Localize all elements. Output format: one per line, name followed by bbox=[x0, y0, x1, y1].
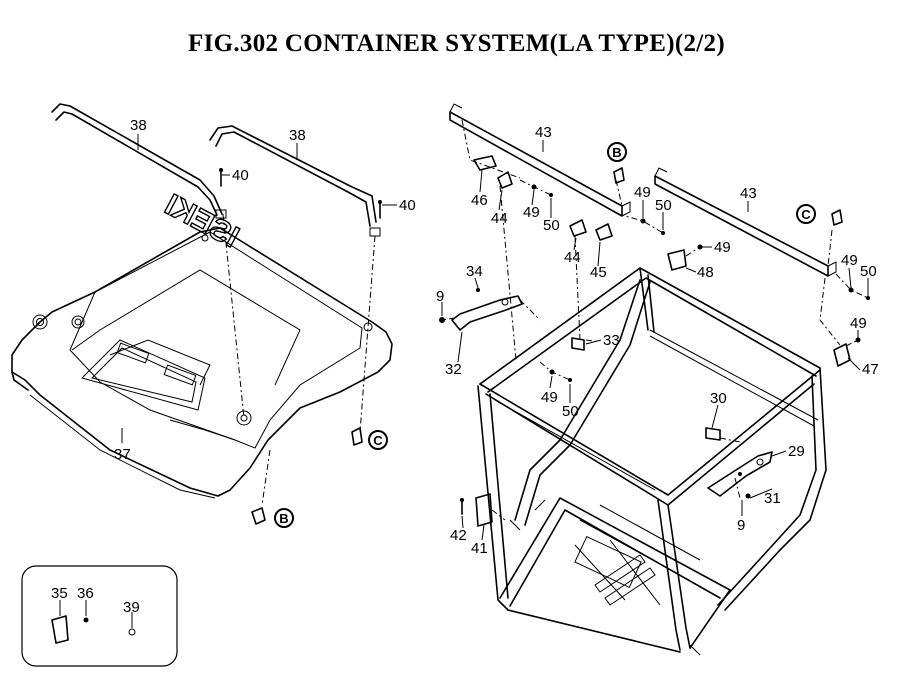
ref-marker-c-left: C bbox=[368, 430, 388, 450]
bracket-44-upper bbox=[497, 171, 513, 189]
svg-text:B: B bbox=[279, 511, 288, 526]
latch-29 bbox=[707, 451, 773, 497]
part-label-40-left: 40 bbox=[232, 167, 249, 184]
hinge-41 bbox=[475, 493, 493, 527]
part-label-44-upper: 44 bbox=[491, 210, 508, 227]
part-label-49-f: 49 bbox=[541, 389, 558, 406]
bracket-44-lower bbox=[569, 219, 587, 237]
part-label-9-upper: 9 bbox=[436, 288, 444, 305]
part-label-49-a: 49 bbox=[523, 204, 540, 221]
top-bar-43-left bbox=[449, 103, 631, 217]
part-label-49-b: 49 bbox=[634, 184, 651, 201]
part-label-45: 45 bbox=[590, 264, 607, 281]
part-label-33: 33 bbox=[603, 332, 620, 349]
svg-text:C: C bbox=[373, 433, 383, 448]
iseki-emboss: ISEKI bbox=[160, 188, 245, 254]
part-label-50-b: 50 bbox=[655, 197, 672, 214]
part-label-39: 39 bbox=[123, 599, 140, 616]
bracket-33 bbox=[571, 337, 585, 351]
part-label-49-c: 49 bbox=[714, 239, 731, 256]
bracket-46 bbox=[473, 155, 497, 171]
part-label-9-lower: 9 bbox=[737, 517, 745, 534]
part-label-38-left: 38 bbox=[130, 117, 147, 134]
svg-text:C: C bbox=[801, 207, 811, 222]
part-label-41: 41 bbox=[471, 540, 488, 557]
part-label-30: 30 bbox=[710, 390, 727, 407]
part-label-50-a: 50 bbox=[543, 217, 560, 234]
bracket-48 bbox=[667, 249, 687, 271]
ref-marker-c-right: C bbox=[796, 204, 816, 224]
part-label-50-d: 50 bbox=[562, 403, 579, 420]
part-label-40-right: 40 bbox=[399, 197, 416, 214]
clip-icon-b bbox=[251, 507, 266, 525]
part-label-42: 42 bbox=[450, 527, 467, 544]
part-label-36: 36 bbox=[77, 585, 94, 602]
svg-text:B: B bbox=[612, 145, 621, 160]
container-frame bbox=[477, 267, 827, 656]
cover-handle-left bbox=[51, 103, 227, 219]
page-title: FIG.302 CONTAINER SYSTEM(LA TYPE)(2/2) bbox=[188, 30, 725, 57]
part-label-34: 34 bbox=[466, 263, 483, 280]
part-label-31: 31 bbox=[764, 490, 781, 507]
clip-icon-b-right bbox=[613, 167, 625, 184]
bracket-30 bbox=[705, 427, 721, 441]
part-label-38-right: 38 bbox=[289, 127, 306, 144]
bracket-45 bbox=[595, 223, 613, 241]
clip-icon-c bbox=[351, 427, 363, 446]
part-label-37: 37 bbox=[114, 446, 131, 463]
part-label-48: 48 bbox=[697, 264, 714, 281]
part-label-47: 47 bbox=[862, 361, 879, 378]
part-label-49-d: 49 bbox=[841, 252, 858, 269]
container-cover: ISEKI bbox=[11, 188, 393, 499]
part-label-46: 46 bbox=[471, 192, 488, 209]
ref-marker-b-right: B bbox=[607, 142, 627, 162]
bracket-47 bbox=[833, 343, 851, 367]
part-label-44-lower: 44 bbox=[564, 249, 581, 266]
clip-icon-c-right bbox=[831, 209, 843, 226]
part-label-29: 29 bbox=[788, 443, 805, 460]
part-label-32: 32 bbox=[445, 361, 462, 378]
part-label-50-c: 50 bbox=[860, 263, 877, 280]
ref-marker-b-left: B bbox=[274, 508, 294, 528]
part-label-43-right: 43 bbox=[740, 185, 757, 202]
inset-box bbox=[21, 565, 178, 667]
part-label-49-e: 49 bbox=[850, 315, 867, 332]
part-label-35: 35 bbox=[51, 585, 68, 602]
latch-32 bbox=[451, 295, 523, 331]
part-label-43-left: 43 bbox=[535, 124, 552, 141]
top-bar-43-right bbox=[654, 167, 837, 277]
